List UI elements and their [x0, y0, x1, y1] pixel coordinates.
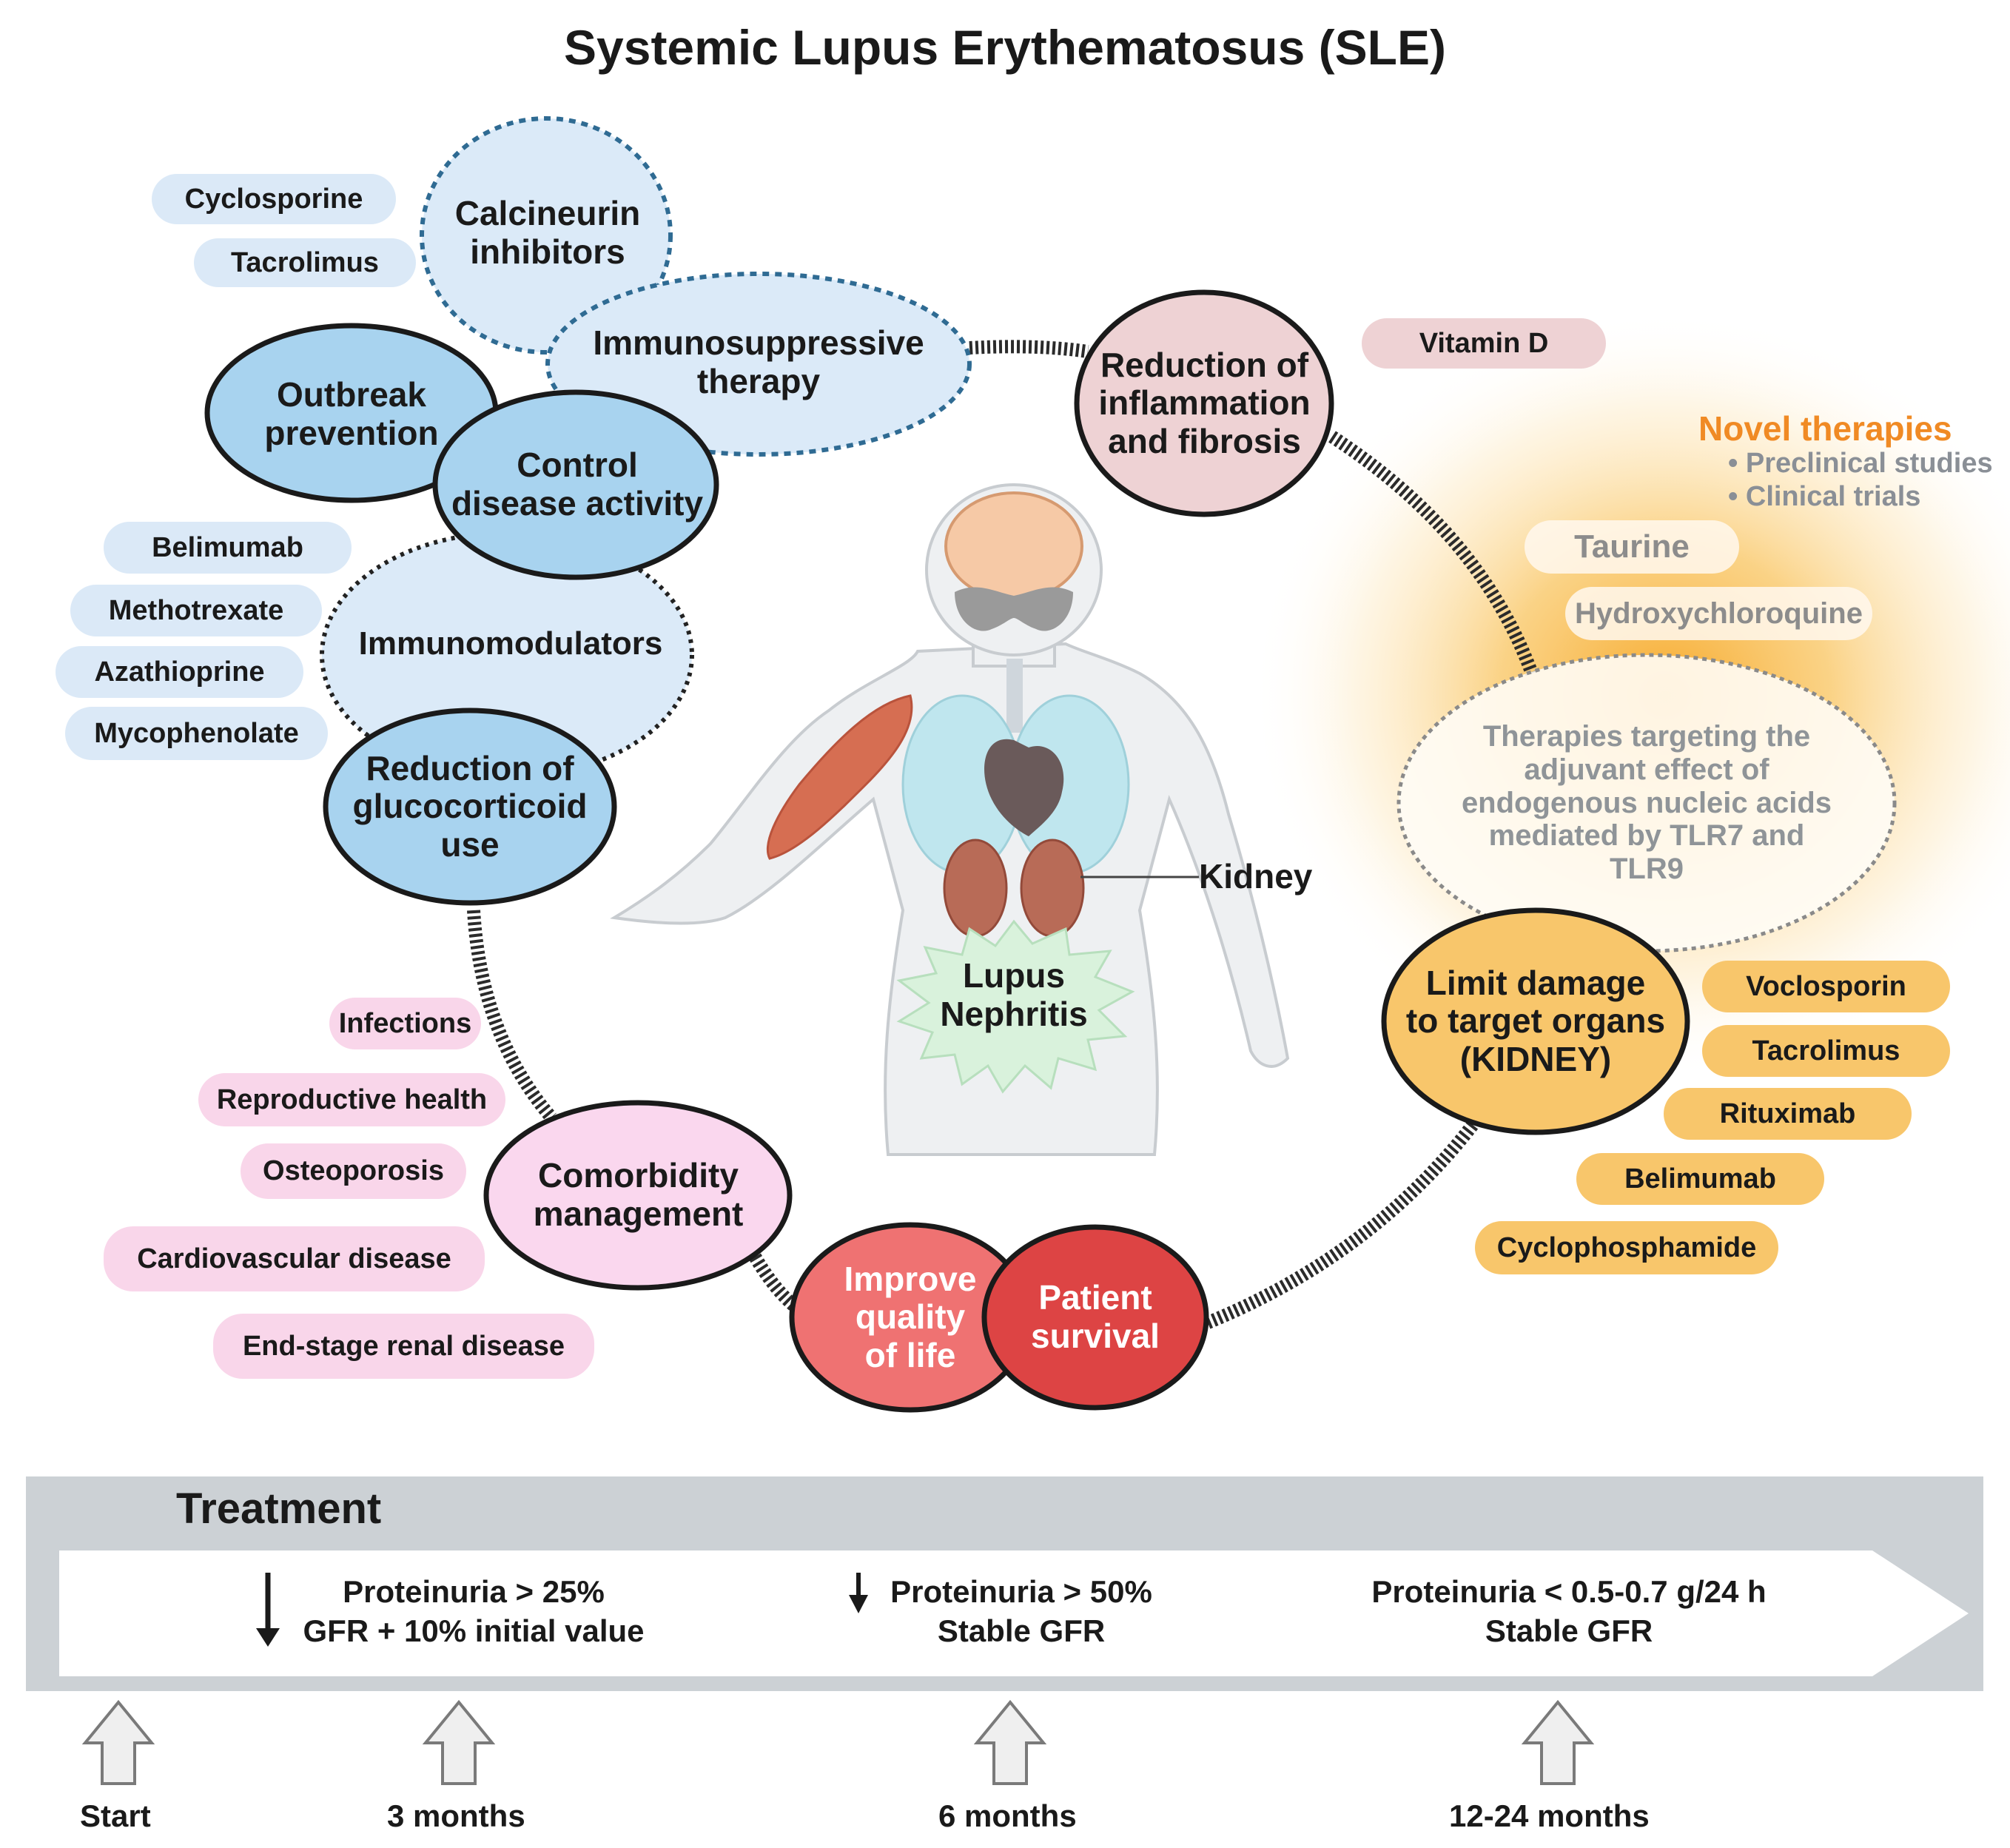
- glucocorticoid-reduction-node: [323, 708, 617, 906]
- tlr-therapies-label: Therapies targeting the adjuvant effect …: [1461, 720, 1832, 886]
- patient-survival-label: Patient survival: [1031, 1278, 1160, 1355]
- immunosuppressive-therapy-label: Immunosuppressive therapy: [593, 323, 924, 400]
- drug-pill-vitamin-d: Vitamin D: [1362, 318, 1606, 369]
- treatment-title: Treatment: [176, 1485, 382, 1533]
- novel-drug-taurine: Taurine: [1525, 520, 1739, 574]
- milestone-arrow-12m: [1521, 1699, 1595, 1785]
- comorbidity-pill-cardiovascular: Cardiovascular disease: [104, 1226, 485, 1291]
- milestone-start-label: Start: [80, 1798, 151, 1833]
- novel-item-preclinical: • Preclinical studies: [1728, 448, 1993, 479]
- butterfly-rash-icon: [955, 587, 1073, 631]
- connector-inflammation-tlr: [1328, 431, 1539, 676]
- milestone-6m-text: Proteinuria > 50% Stable GFR: [890, 1574, 1152, 1648]
- comorbidity-pill-reproductive-health: Reproductive health: [198, 1073, 505, 1126]
- comorbidity-management-label: Comorbidity management: [533, 1156, 744, 1233]
- inflammation-reduction-label: Reduction of inflammation and fibrosis: [1098, 345, 1311, 460]
- trachea: [1006, 659, 1023, 733]
- limit-damage-node: [1381, 907, 1690, 1135]
- heart-icon: [984, 739, 1064, 836]
- calcineurin-inhibitors-label: Calcineurin inhibitors: [454, 194, 641, 271]
- glucocorticoid-reduction-label: Reduction of glucocorticoid use: [352, 748, 588, 864]
- drug-pill-voclosporin: Voclosporin: [1702, 961, 1950, 1012]
- drug-pill-mycophenolate: Mycophenolate: [65, 707, 328, 760]
- milestone-3m-text: Proteinuria > 25% GFR + 10% initial valu…: [303, 1574, 645, 1648]
- drug-pill-tacrolimus-kidney: Tacrolimus: [1702, 1025, 1950, 1077]
- lupus-nephritis-starburst: [896, 919, 1135, 1094]
- milestone-arrow-start: [81, 1699, 155, 1785]
- limit-damage-label: Limit damage to target organs (KIDNEY): [1405, 963, 1666, 1078]
- inflammation-reduction-node: [1074, 289, 1334, 517]
- arm-muscle-icon: [766, 694, 913, 860]
- novel-therapies-title: Novel therapies: [1698, 409, 1952, 448]
- decrease-arrow-6m: [849, 1573, 868, 1613]
- immunomodulators-label: Immunomodulators: [358, 625, 663, 662]
- right-kidney-icon: [1020, 839, 1085, 938]
- brain-icon: [944, 491, 1083, 601]
- drug-pill-belimumab-kidney: Belimumab: [1576, 1153, 1824, 1205]
- drug-pill-cyclophosphamide: Cyclophosphamide: [1475, 1221, 1778, 1274]
- lupus-nephritis-label: Lupus Nephritis: [940, 956, 1088, 1033]
- left-kidney-icon: [943, 839, 1008, 938]
- calcineurin-inhibitors-node: [420, 116, 673, 355]
- page-title: Systemic Lupus Erythematosus (SLE): [564, 20, 1446, 75]
- novel-item-preclinical-text: Preclinical studies: [1745, 448, 1993, 479]
- comorbidity-pill-esrd: End-stage renal disease: [213, 1314, 594, 1379]
- connector-gluco-comorbidity: [467, 910, 557, 1122]
- connector-immuno-inflammation: [969, 340, 1089, 358]
- treatment-arrow: [59, 1550, 1969, 1676]
- drug-pill-tacrolimus-calcineurin: Tacrolimus: [194, 238, 416, 287]
- comorbidity-management-node: [483, 1100, 793, 1291]
- drug-pill-methotrexate: Methotrexate: [70, 585, 322, 636]
- control-disease-activity-node: [432, 389, 719, 580]
- human-body-illustration: [610, 483, 1290, 1156]
- drug-pill-belimumab: Belimumab: [104, 522, 352, 574]
- milestone-arrow-3m: [422, 1699, 496, 1785]
- kidney-label: Kidney: [1199, 857, 1313, 896]
- tlr-therapies-node: [1396, 653, 1897, 953]
- quality-of-life-label: Improve quality of life: [844, 1259, 977, 1374]
- novel-drug-hydroxychloroquine: Hydroxychloroquine: [1565, 587, 1872, 640]
- patient-survival-node: [981, 1224, 1209, 1411]
- drug-pill-rituximab: Rituximab: [1664, 1088, 1912, 1140]
- connector-kidney-survival: [1200, 1120, 1479, 1331]
- decrease-arrow-3m: [256, 1573, 280, 1647]
- novel-item-clinical: • Clinical trials: [1728, 481, 1921, 512]
- comorbidity-pill-infections: Infections: [329, 998, 481, 1049]
- novel-item-clinical-text: Clinical trials: [1745, 481, 1921, 512]
- milestone-arrow-6m: [973, 1699, 1047, 1785]
- milestone-12m-text: Proteinuria < 0.5-0.7 g/24 h Stable GFR: [1371, 1574, 1767, 1648]
- drug-pill-azathioprine: Azathioprine: [56, 646, 303, 698]
- comorbidity-pill-osteoporosis: Osteoporosis: [241, 1143, 466, 1199]
- milestone-3m-label: 3 months: [387, 1798, 525, 1833]
- drug-pill-cyclosporine: Cyclosporine: [152, 174, 396, 224]
- outbreak-prevention-label: Outbreak prevention: [264, 375, 439, 452]
- control-disease-activity-label: Control disease activity: [451, 446, 704, 523]
- milestone-12m-label: 12-24 months: [1449, 1798, 1650, 1833]
- milestone-6m-label: 6 months: [938, 1798, 1077, 1833]
